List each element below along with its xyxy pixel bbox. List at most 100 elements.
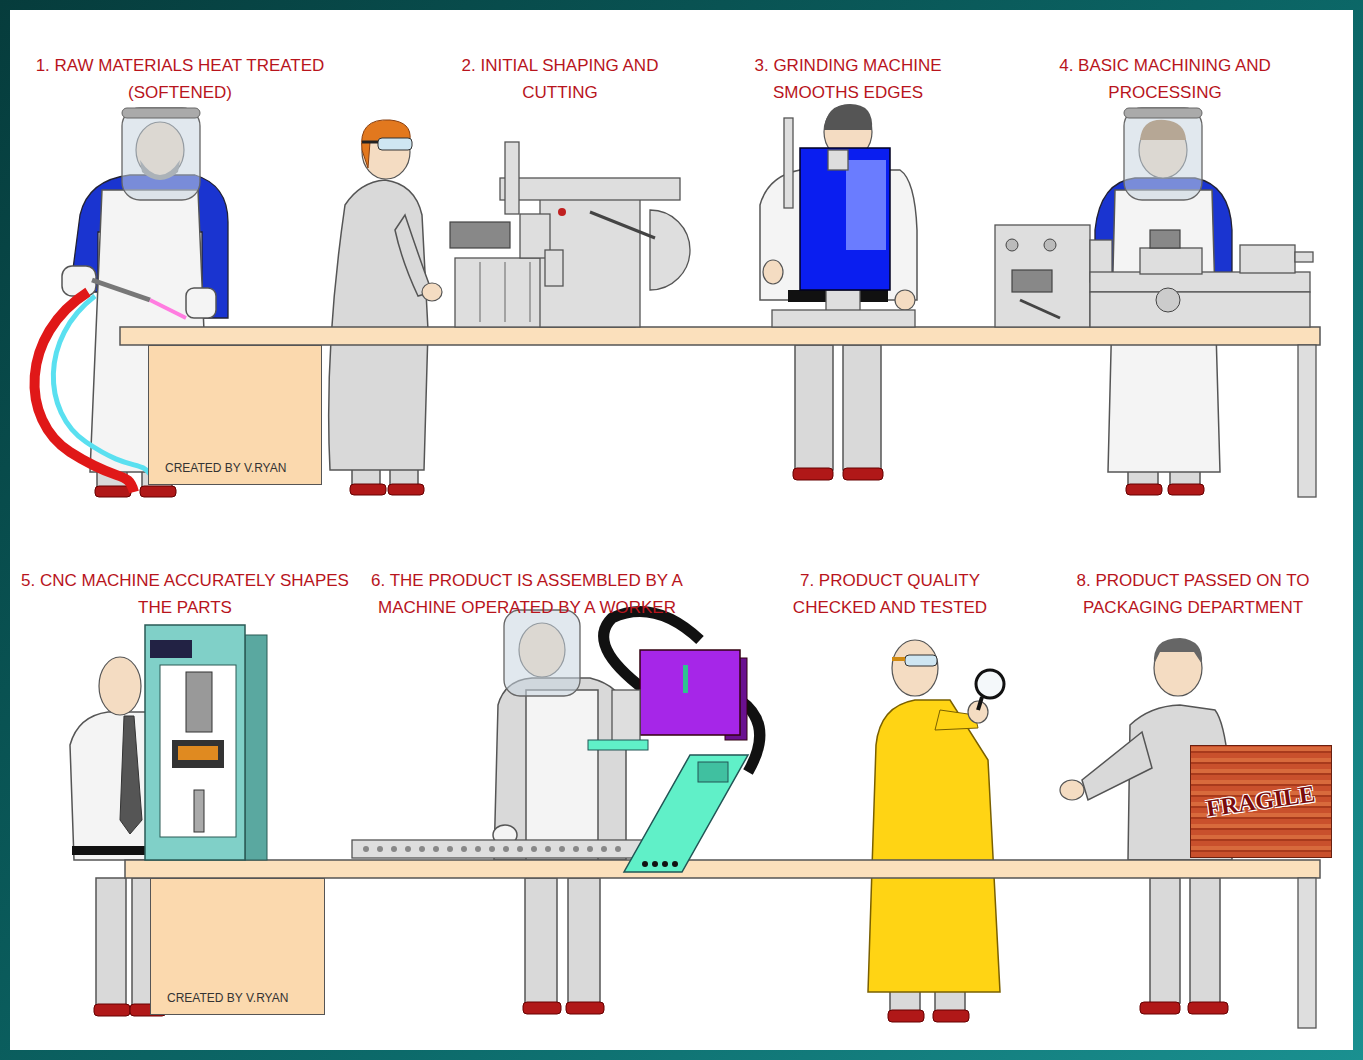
assembly-robot-part-part xyxy=(517,846,523,852)
welder-figure-part xyxy=(122,108,200,200)
assembly-robot-part xyxy=(363,846,621,852)
cnc-machine-part xyxy=(150,640,192,658)
assembly-worker-figure-part xyxy=(504,610,580,696)
welder-figure-part xyxy=(186,288,216,318)
step-caption: 5. CNC MACHINE ACCURATELY SHAPES THE PAR… xyxy=(21,571,349,617)
lathe-part xyxy=(1020,300,1060,318)
machinist-figure-part xyxy=(422,283,442,301)
step-caption-box: 2. INITIAL SHAPING AND CUTTING xyxy=(440,52,680,106)
shaping-machine-part xyxy=(505,262,506,322)
grinder-figure-part xyxy=(843,345,881,470)
assembly-robot-part xyxy=(624,755,748,872)
assembly-robot-part-part xyxy=(545,846,551,852)
welder-figure-part xyxy=(95,486,131,497)
assembly-worker-figure-part xyxy=(494,678,626,860)
cnc-operator-figure-part xyxy=(94,1004,130,1016)
work-tables-part xyxy=(120,327,1320,345)
assembly-robot-part xyxy=(698,762,728,782)
lathe-part xyxy=(1295,252,1313,262)
cnc-machine-part xyxy=(145,625,245,860)
step-caption: 4. BASIC MACHINING AND PROCESSING xyxy=(1059,56,1271,102)
grinder-figure-part xyxy=(795,345,833,470)
assembly-robot-part-part xyxy=(447,846,453,852)
grinding-machine-part xyxy=(826,290,860,312)
lathe-part xyxy=(1090,272,1310,292)
machinist-figure-part xyxy=(362,141,378,144)
inspector-figure xyxy=(868,640,1004,1022)
cnc-machine-part xyxy=(194,790,204,832)
cnc-operator-figure-part xyxy=(96,878,126,1006)
lathe xyxy=(995,225,1313,327)
assembly-robot-part-part xyxy=(531,846,537,852)
cnc-machine-part xyxy=(245,635,267,860)
assembly-robot-part-part xyxy=(405,846,411,852)
lathe-part xyxy=(1240,245,1295,273)
inspector-figure-part xyxy=(935,990,965,1012)
lathe-part xyxy=(1140,248,1202,274)
assembly-worker-figure-part xyxy=(523,1002,561,1014)
inspector-figure-part xyxy=(976,670,1004,698)
assembly-robot-part xyxy=(352,840,652,858)
packer-figure-part xyxy=(1082,732,1152,800)
lathe-part xyxy=(1090,292,1310,327)
step-caption: 8. PRODUCT PASSED ON TO PACKAGING DEPART… xyxy=(1076,571,1309,617)
shaping-machine-part xyxy=(590,212,655,238)
grinder-figure xyxy=(760,104,917,480)
cnc-operator-figure-part xyxy=(99,657,141,715)
cnc-machine-part xyxy=(186,672,212,732)
assembly-worker-figure-part xyxy=(525,878,557,1004)
lathe-part xyxy=(1012,270,1052,292)
welder-figure-part xyxy=(150,300,186,318)
crate-stamp: FRAGILE xyxy=(1205,781,1317,823)
inspector-figure-part xyxy=(890,990,920,1012)
packer-figure-part xyxy=(1190,878,1220,1003)
assembly-robot xyxy=(352,612,760,872)
assembly-robot-part-part xyxy=(363,846,369,852)
machinist-figure xyxy=(329,120,442,495)
assembly-robot-part xyxy=(612,690,640,745)
assembly-robot-part xyxy=(642,861,678,867)
machinist-figure-part xyxy=(329,180,428,470)
cnc-machine-part xyxy=(160,665,236,837)
welder-figure-part xyxy=(92,280,150,300)
step-caption: 3. GRINDING MACHINE SMOOTHS EDGES xyxy=(754,56,941,102)
machinist-figure-part xyxy=(350,484,386,495)
work-tables xyxy=(120,327,1320,1028)
assembly-robot-part-part xyxy=(642,861,648,867)
grinding-machine-part xyxy=(772,310,915,327)
shaping-machine-part xyxy=(650,210,690,290)
shaping-machine-part xyxy=(545,250,563,286)
lathe-part xyxy=(1006,239,1018,251)
assembly-robot-part-part xyxy=(559,846,565,852)
shaping-machine-part xyxy=(505,142,519,214)
cnc-machine-part xyxy=(172,740,224,768)
assembly-robot-part-part xyxy=(419,846,425,852)
lathe-part xyxy=(1156,288,1180,312)
packer-figure-part xyxy=(1060,780,1084,800)
lathe-operator-figure-part xyxy=(1124,108,1202,118)
step-caption-box: 3. GRINDING MACHINE SMOOTHS EDGES xyxy=(713,52,983,106)
shaping-machine xyxy=(450,142,690,327)
machinist-figure-part xyxy=(378,138,412,150)
step-caption-box: 8. PRODUCT PASSED ON TO PACKAGING DEPART… xyxy=(1043,567,1343,621)
assembly-worker-figure-part xyxy=(568,878,600,1004)
lathe-part xyxy=(995,225,1090,327)
grinder-figure-part xyxy=(824,104,872,130)
grinder-figure-part xyxy=(793,468,833,480)
assembly-robot-part xyxy=(588,740,648,750)
grinder-figure-part xyxy=(763,260,783,284)
packer-figure-part xyxy=(1188,1002,1228,1014)
grinding-machine-part xyxy=(784,118,793,208)
white-ground xyxy=(10,10,1353,1050)
step-caption: 6. THE PRODUCT IS ASSEMBLED BY A MACHINE… xyxy=(371,571,683,617)
cnc-operator-figure-part xyxy=(120,716,142,834)
shaping-machine-part xyxy=(480,262,481,322)
step-caption: 1. RAW MATERIALS HEAT TREATED (SOFTENED) xyxy=(36,56,325,102)
assembly-robot-part-part xyxy=(433,846,439,852)
assembly-robot-part xyxy=(640,650,740,735)
grinding-machine-part xyxy=(828,150,848,170)
lathe-part xyxy=(1044,239,1056,251)
work-tables-part xyxy=(1298,345,1316,497)
packer-figure-part xyxy=(1150,878,1180,1003)
